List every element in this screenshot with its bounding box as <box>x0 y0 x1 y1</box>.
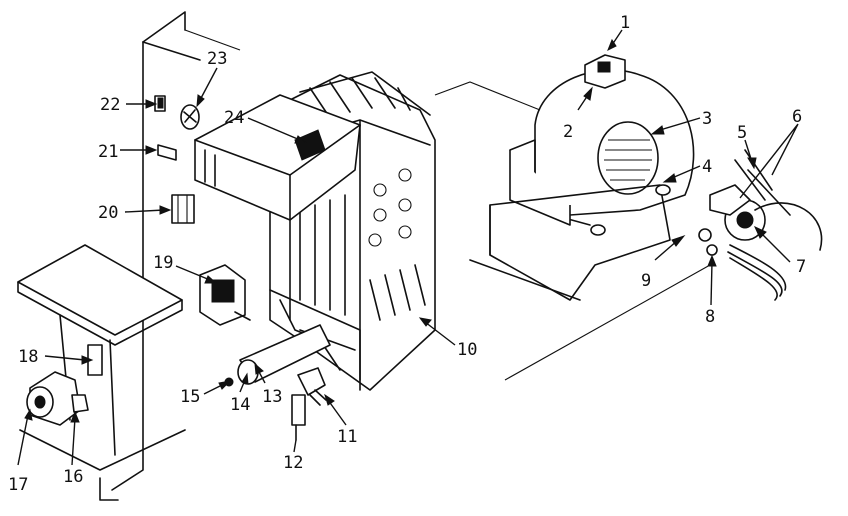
callout-22: 22 <box>100 95 120 115</box>
callout-16: 16 <box>63 467 83 487</box>
draft-inducer <box>26 371 89 426</box>
callout-12: 12 <box>283 453 303 473</box>
leader-lines <box>17 29 799 466</box>
callout-23: 23 <box>207 49 227 69</box>
pilot-assembly <box>291 367 327 441</box>
transformer <box>171 194 195 224</box>
cabinet-back-panel <box>99 11 241 501</box>
rollout-switch <box>157 144 177 161</box>
callout-5: 5 <box>737 123 747 143</box>
callout-11: 11 <box>337 427 357 447</box>
callout-24: 24 <box>224 108 244 128</box>
guide-lines <box>434 81 711 381</box>
callout-labels: 1 2 3 4 5 6 7 8 9 10 11 12 13 14 15 16 1… <box>8 13 806 495</box>
callout-8: 8 <box>705 307 715 327</box>
blower-motor <box>698 149 823 301</box>
callout-4: 4 <box>702 157 712 177</box>
callout-17: 17 <box>8 475 28 495</box>
callout-1: 1 <box>620 13 630 33</box>
callout-15: 15 <box>180 387 200 407</box>
callout-20: 20 <box>98 203 118 223</box>
blower-housing <box>469 54 695 301</box>
callout-2: 2 <box>563 122 573 142</box>
limit-switch <box>180 104 200 130</box>
callout-18: 18 <box>18 347 38 367</box>
callout-19: 19 <box>153 253 173 273</box>
callout-13: 13 <box>262 387 282 407</box>
callout-7: 7 <box>796 257 806 277</box>
flue-collector <box>194 94 361 221</box>
burner-manifold <box>224 324 331 387</box>
callout-3: 3 <box>702 109 712 129</box>
callout-10: 10 <box>457 340 477 360</box>
callout-6: 6 <box>792 107 802 127</box>
callout-21: 21 <box>98 142 118 162</box>
fuse-holder <box>154 95 166 112</box>
inducer-shelf <box>17 244 186 471</box>
callout-9: 9 <box>641 271 651 291</box>
gas-valve <box>199 264 251 326</box>
callout-14: 14 <box>230 395 250 415</box>
